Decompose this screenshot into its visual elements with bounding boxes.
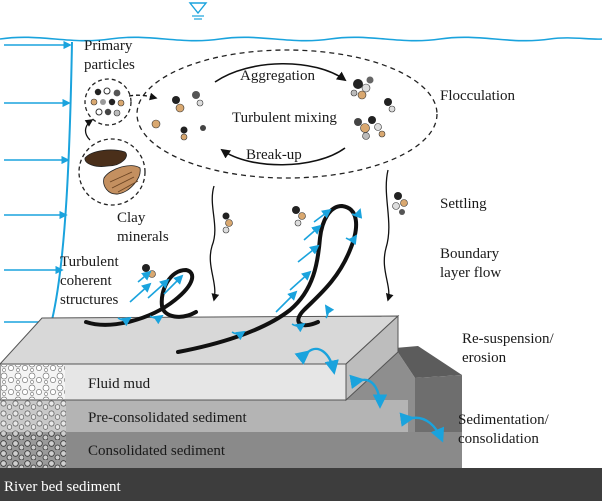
flocculation-zone: Aggregation Turbulent mixing Break-up bbox=[136, 49, 438, 179]
preconsolidated-front bbox=[0, 400, 408, 432]
aggregation-label: Aggregation bbox=[240, 68, 315, 84]
flocculation-label: Flocculation bbox=[440, 88, 515, 104]
turbulent-mixing-label: Turbulent mixing bbox=[232, 110, 337, 126]
consolidated-front bbox=[0, 432, 462, 468]
settling-arrows bbox=[209, 169, 394, 302]
floc-particles bbox=[151, 76, 396, 141]
coherent-structures bbox=[84, 203, 359, 354]
boundary-layer-flow-label: Boundary layer flow bbox=[440, 246, 503, 281]
river-bed-layer bbox=[0, 468, 602, 501]
primary-to-floc-arrow bbox=[128, 92, 158, 101]
clay-to-primary-arrow bbox=[84, 119, 94, 141]
river-bed-label: River bed sediment bbox=[4, 479, 121, 495]
aggregation-arrow bbox=[214, 62, 347, 83]
consolidated-pebbles bbox=[0, 432, 66, 468]
primary-particles-cluster bbox=[84, 78, 132, 126]
erosion-arrows bbox=[294, 347, 445, 443]
consolidated-top bbox=[395, 346, 462, 378]
clay-minerals-cluster bbox=[78, 138, 146, 206]
fluid-mud-top bbox=[0, 315, 400, 365]
fluid-mud-pebbles bbox=[1, 365, 65, 399]
fluid-mud-label: Fluid mud bbox=[88, 376, 151, 392]
consolidated-label: Consolidated sediment bbox=[88, 443, 226, 459]
preconsolidated-pebbles bbox=[0, 400, 66, 432]
break-up-label: Break-up bbox=[246, 147, 302, 163]
clay-minerals-label: Clay minerals bbox=[117, 210, 169, 245]
water-level-icon bbox=[188, 2, 208, 15]
sedimentation-consolidation-label: Sedimentation/ consolidation bbox=[458, 412, 553, 447]
pre-consolidated-label: Pre-consolidated sediment bbox=[88, 410, 248, 426]
break-up-arrow bbox=[220, 147, 346, 166]
settling-label: Settling bbox=[440, 196, 487, 212]
turbulent-coherent-structures-label: Turbulent coherent structures bbox=[60, 254, 122, 308]
water-surface bbox=[0, 2, 602, 42]
primary-particles-label: Primary particles bbox=[84, 38, 136, 73]
settling-flocs bbox=[142, 192, 408, 278]
resuspension-erosion-label: Re-suspension/ erosion bbox=[462, 331, 557, 366]
vortex-blue-arrows bbox=[117, 208, 363, 341]
